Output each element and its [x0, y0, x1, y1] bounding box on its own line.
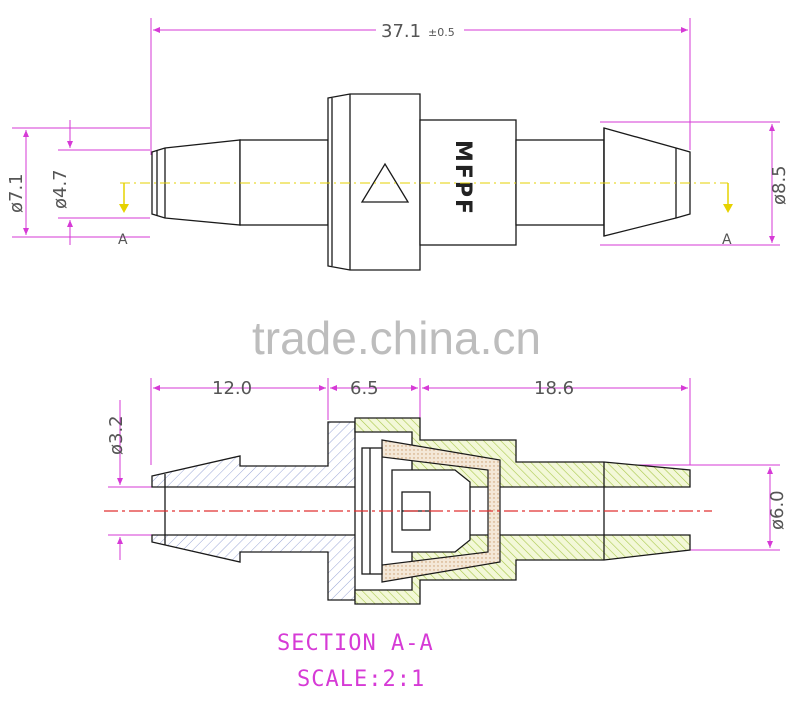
left-diameter-dimensions: ø7.1 ø4.7 — [6, 120, 150, 245]
overall-length-value: 37.1 — [381, 21, 421, 42]
section-mark-right: A — [722, 232, 732, 248]
inlet-fitting-section — [151, 421, 356, 601]
length-dimensions: 12.0 6.5 18.6 — [150, 378, 691, 465]
overall-length-tolerance: ±0.5 — [428, 26, 455, 39]
section-mark-left: A — [118, 232, 128, 248]
right-outer-diameter: ø6.0 — [767, 490, 788, 530]
section-title: SECTION A-A — [277, 631, 434, 656]
length-left: 12.0 — [212, 378, 252, 399]
inner-left-diameter: ø4.7 — [50, 169, 71, 209]
section-arrow-left-icon — [119, 204, 129, 213]
section-arrow-right-icon — [723, 204, 733, 213]
bore-diameter: ø3.2 — [106, 415, 127, 455]
overall-length-dimension: 37.1 ±0.5 — [150, 18, 691, 155]
bore-diameter-dimension: ø3.2 — [106, 400, 160, 560]
watermark: trade.china.cn — [252, 312, 541, 364]
length-right: 18.6 — [534, 378, 574, 399]
brand-marking: MFPF — [450, 140, 475, 216]
length-middle: 6.5 — [350, 378, 379, 399]
section-view: 12.0 6.5 18.6 ø3.2 ø6.0 — [104, 378, 788, 692]
section-line: A A — [118, 182, 733, 248]
outer-right-diameter: ø8.5 — [769, 165, 790, 205]
right-diameter-dimension: ø8.5 — [600, 121, 790, 246]
flow-direction-icon — [360, 162, 410, 203]
valve-body-outline: MFPF — [151, 93, 691, 271]
top-view: 37.1 ±0.5 ø7.1 ø4.7 ø8.5 — [6, 18, 790, 271]
outer-left-diameter: ø7.1 — [6, 173, 27, 213]
section-scale: SCALE:2:1 — [297, 667, 425, 692]
